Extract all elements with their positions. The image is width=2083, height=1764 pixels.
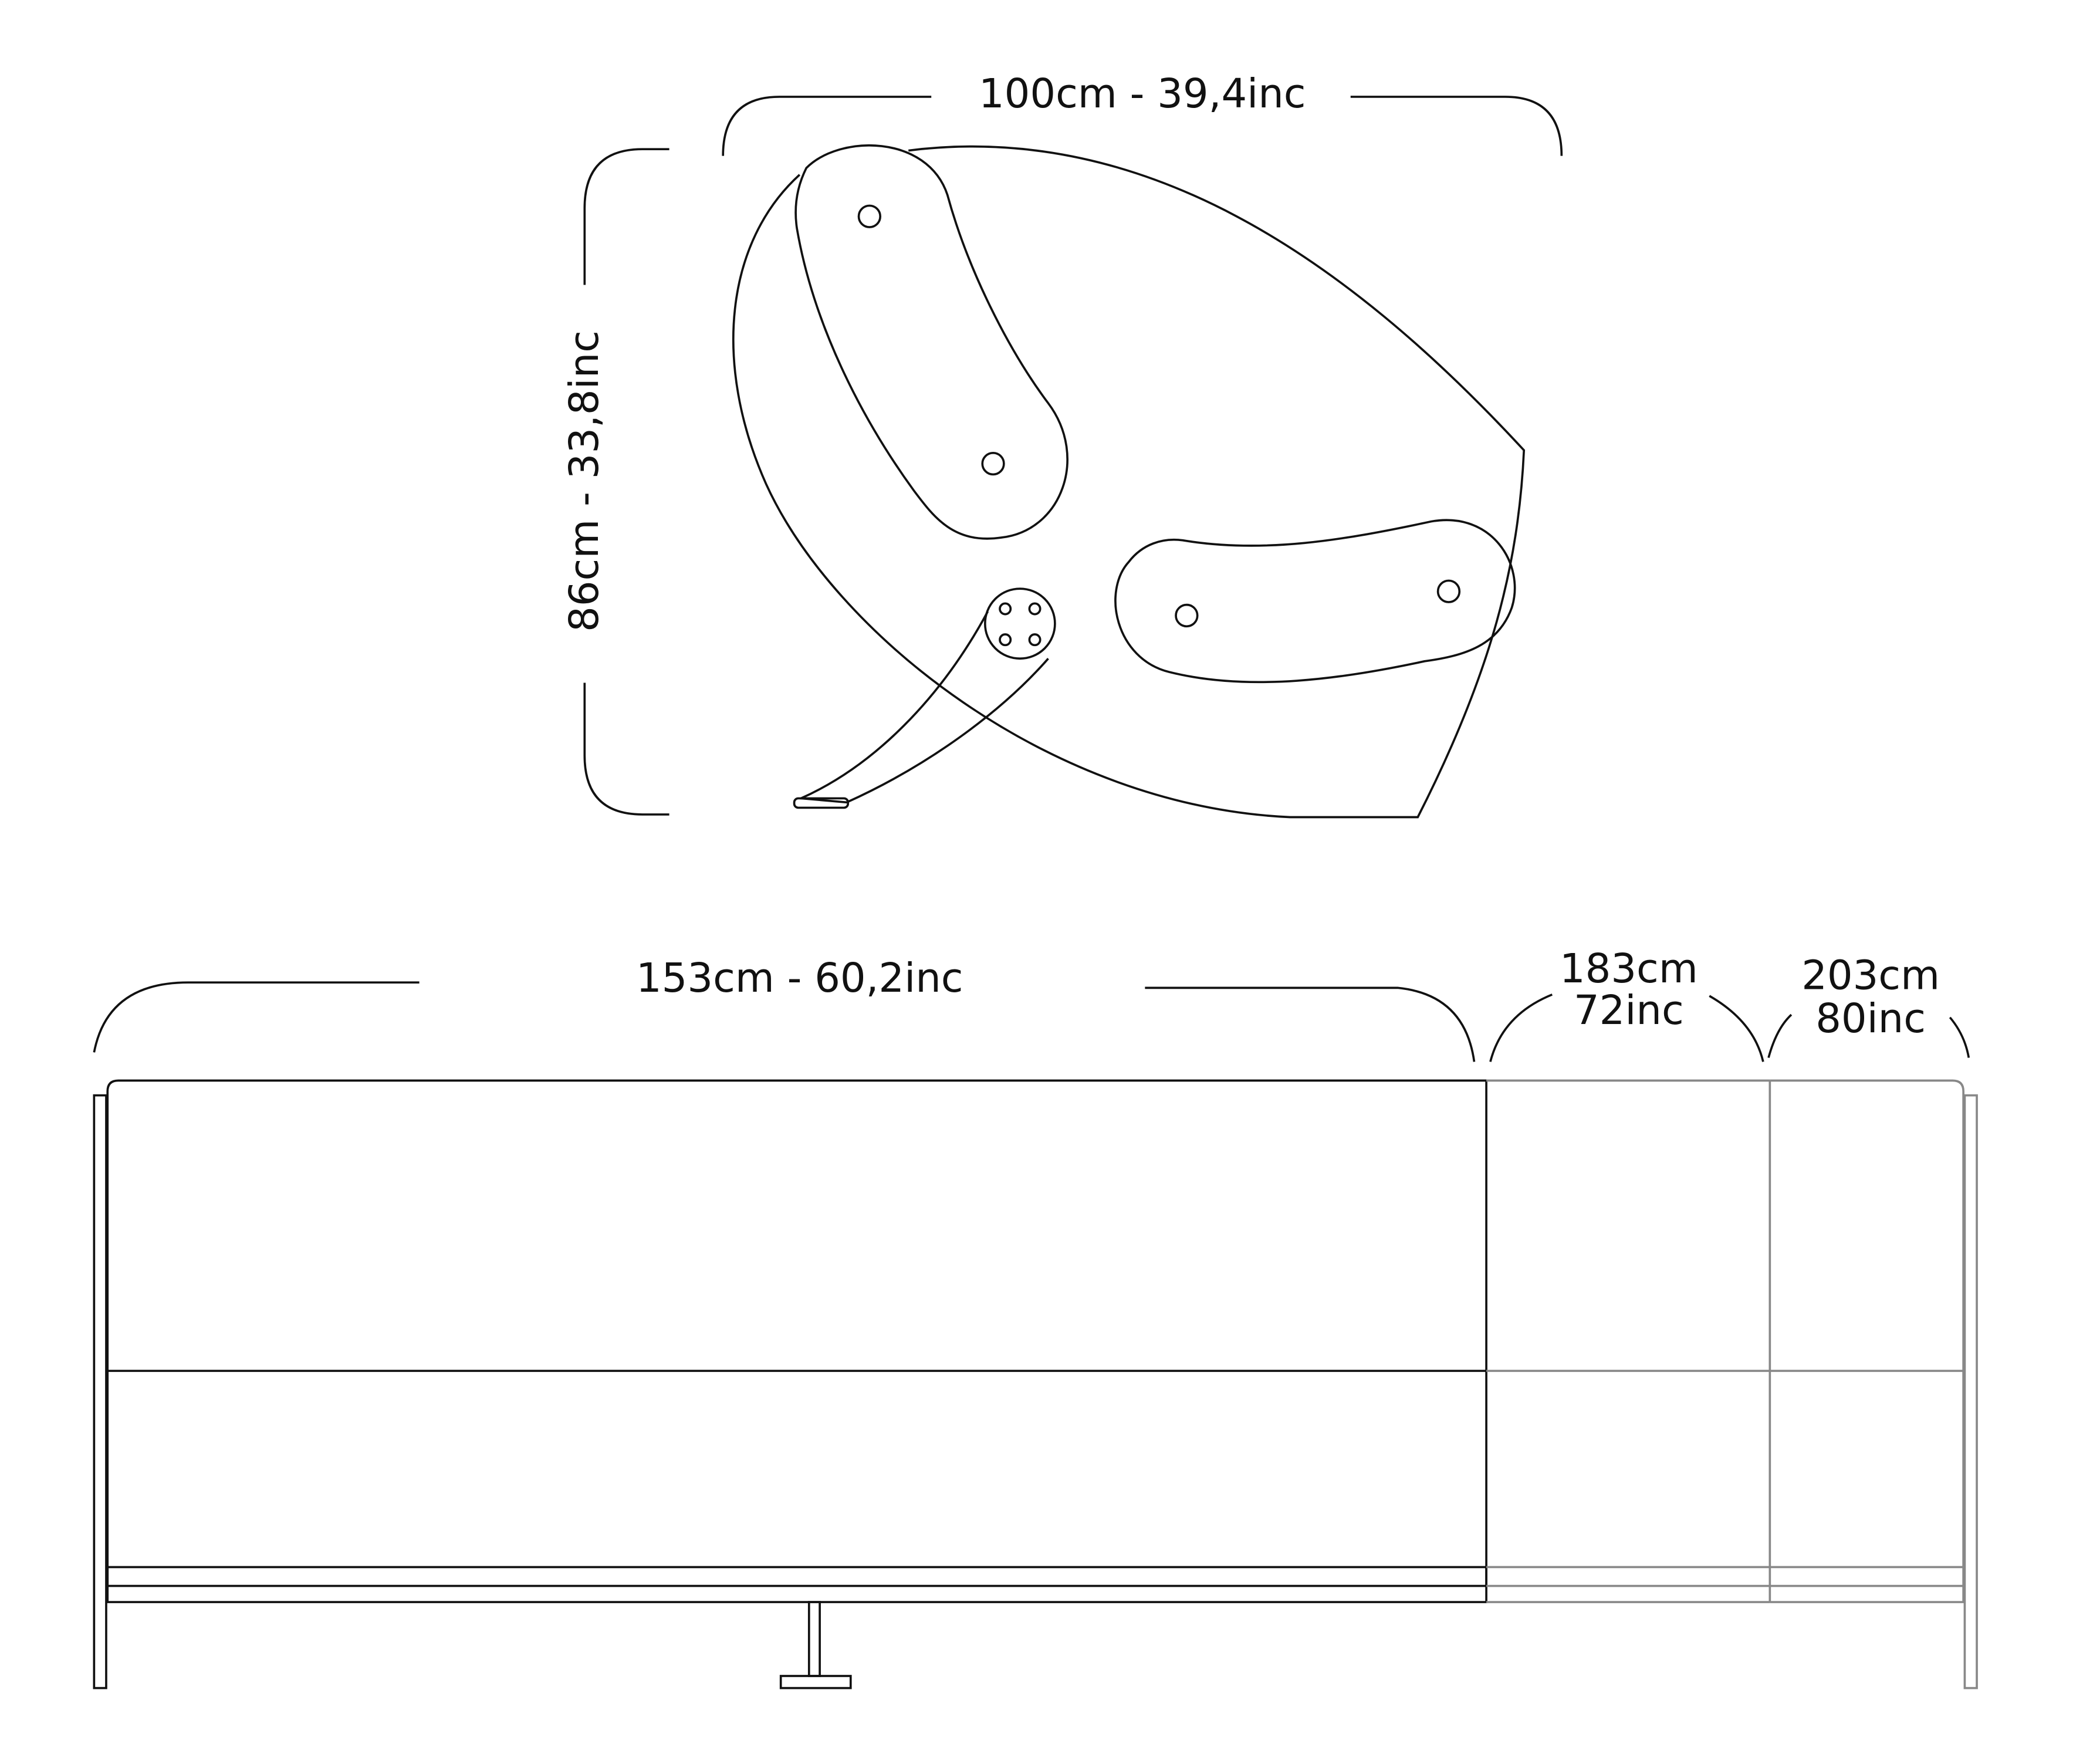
hub-bolt — [1028, 633, 1042, 647]
small-width-label: 153cm - 60,2inc — [636, 955, 963, 1002]
swivel-base-hub — [983, 587, 1056, 660]
large-width-bracket — [1767, 1013, 1970, 1058]
cushion-button — [981, 451, 1005, 476]
top-view: 100cm - 39,4inc 86cm - 33,8inc — [561, 70, 1563, 819]
extension-203 — [1770, 1079, 1978, 1689]
top-depth-label: 86cm - 33,8inc — [561, 330, 608, 632]
base-foot — [793, 797, 850, 809]
hub-bolt — [999, 602, 1012, 616]
center-foot — [779, 1675, 852, 1689]
medium-width-in: 72inc — [1574, 987, 1684, 1034]
large-width-cm: 203cm — [1801, 952, 1940, 999]
left-leg-panel — [93, 1094, 107, 1689]
medium-width-bracket — [1489, 993, 1764, 1062]
top-width-label: 100cm - 39,4inc — [979, 70, 1306, 117]
backrest-cushion — [794, 144, 1068, 540]
width-dimension-bracket — [722, 96, 1563, 156]
large-width-in: 80inc — [1815, 995, 1926, 1042]
cushion-button — [1175, 603, 1199, 628]
cushion-button — [1436, 579, 1461, 603]
center-leg — [807, 1601, 821, 1677]
front-view: 153cm - 60,2inc 183cm 72inc 203cm 80inc — [93, 945, 1978, 1689]
hub-bolt — [1028, 602, 1042, 616]
right-leg-panel — [1963, 1094, 1978, 1689]
medium-width-cm: 183cm — [1560, 945, 1698, 992]
sofa-body — [106, 1079, 1487, 1603]
cushion-button — [857, 204, 881, 228]
small-width-bracket — [93, 981, 1476, 1062]
seat-shell-outline — [732, 145, 1526, 819]
hub-bolt — [999, 633, 1012, 647]
armrest-cushion — [1114, 519, 1516, 684]
seat-base — [106, 1566, 1487, 1587]
depth-dimension-bracket — [583, 148, 669, 816]
extension-183 — [1486, 1079, 1771, 1603]
